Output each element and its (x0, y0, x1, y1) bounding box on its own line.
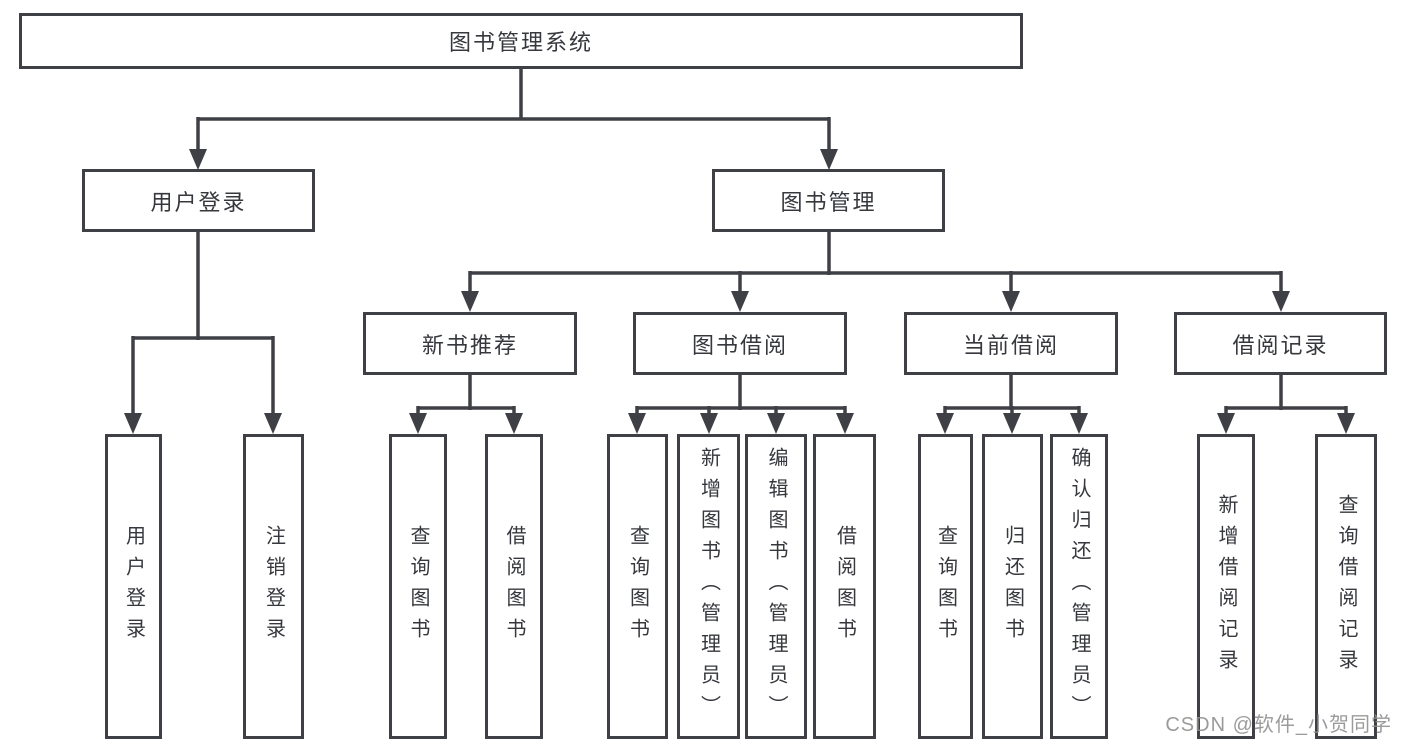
leaf-return-books: 归还图书 (982, 434, 1043, 739)
node-book-borrowing: 图书借阅 (633, 312, 847, 375)
leaf-confirm-return-admin: 确认归还（管理员） (1050, 434, 1108, 739)
node-label: 查询借阅记录 (1335, 493, 1357, 680)
leaf-add-books-admin: 新增图书（管理员） (677, 434, 740, 739)
node-label: 查询图书 (934, 524, 957, 649)
node-label: 用户登录 (122, 524, 145, 649)
leaf-borrow-books-recommend: 借阅图书 (485, 434, 543, 739)
leaf-user-login: 用户登录 (105, 434, 162, 739)
node-label: 确认归还（管理员） (1068, 447, 1090, 726)
leaf-borrow-books-borrowing: 借阅图书 (813, 434, 876, 739)
node-book-management: 图书管理 (712, 169, 945, 232)
node-borrowing-records: 借阅记录 (1174, 312, 1387, 375)
node-label: 借阅记录 (1232, 332, 1329, 358)
node-label: 当前借阅 (962, 332, 1059, 358)
leaf-add-borrow-record: 新增借阅记录 (1197, 434, 1255, 739)
node-new-book-recommendation: 新书推荐 (363, 312, 577, 375)
leaf-query-borrow-record: 查询借阅记录 (1315, 434, 1377, 739)
leaf-query-books-recommend: 查询图书 (389, 434, 447, 739)
node-label: 借阅图书 (833, 524, 856, 649)
node-label: 新书推荐 (421, 332, 518, 358)
leaf-query-books-borrowing: 查询图书 (607, 434, 668, 739)
node-label: 注销登录 (262, 524, 285, 649)
leaf-edit-books-admin: 编辑图书（管理员） (745, 434, 807, 739)
node-label: 查询图书 (626, 524, 649, 649)
node-label: 图书管理 (780, 189, 877, 215)
node-user-login: 用户登录 (82, 169, 315, 232)
leaf-query-books-current: 查询图书 (918, 434, 973, 739)
node-label: 编辑图书（管理员） (765, 447, 787, 726)
node-label: 图书管理系统 (448, 30, 593, 55)
node-label: 图书借阅 (691, 332, 788, 358)
watermark: CSDN @软件_小贺同学 (1165, 714, 1392, 736)
leaf-logout: 注销登录 (243, 434, 304, 739)
node-label: 新增借阅记录 (1215, 493, 1237, 680)
node-current-borrowing: 当前借阅 (904, 312, 1118, 375)
node-label: 借阅图书 (503, 524, 525, 649)
node-label: 新增图书（管理员） (697, 447, 720, 726)
node-library-management-system: 图书管理系统 (19, 13, 1023, 69)
node-label: 查询图书 (407, 524, 429, 649)
node-label: 归还图书 (1001, 524, 1024, 649)
node-label: 用户登录 (150, 189, 247, 215)
